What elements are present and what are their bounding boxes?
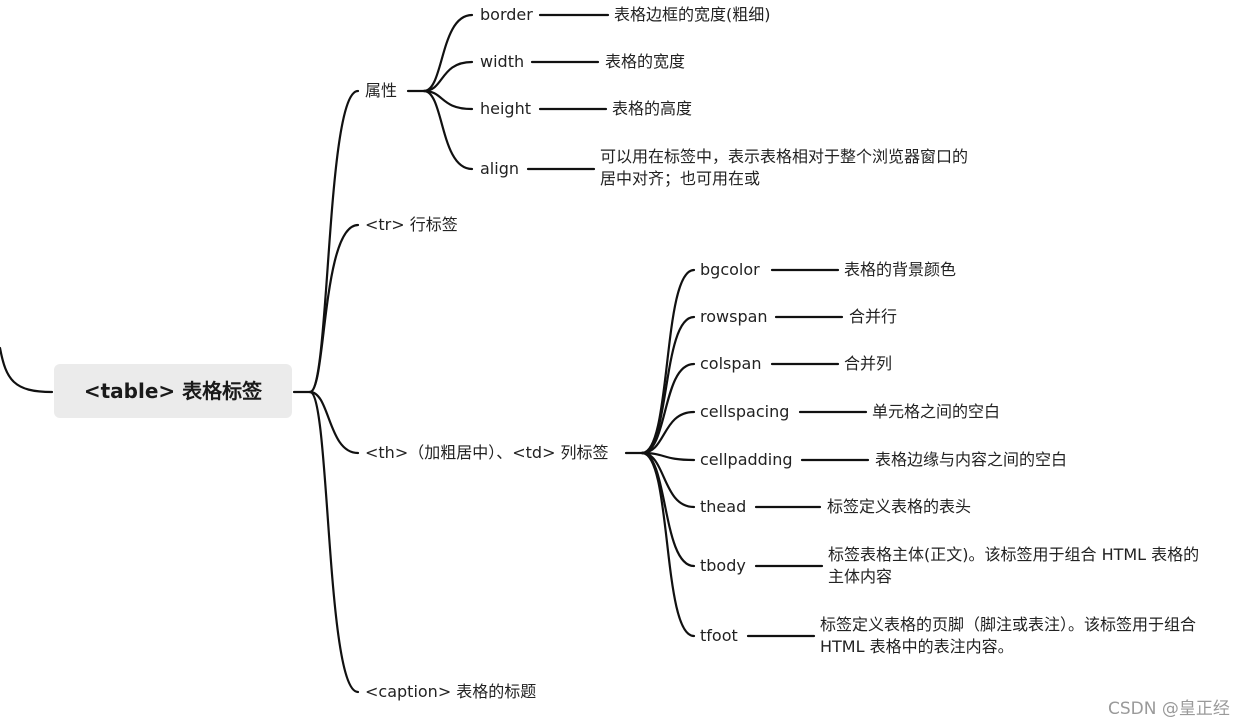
attr-align: align <box>480 159 519 178</box>
branch-caption: <caption> 表格的标题 <box>365 682 537 701</box>
attr-border: border <box>480 5 533 24</box>
td-tbody: tbody <box>700 556 746 575</box>
root-node-label: <table> 表格标签 <box>83 379 263 403</box>
attr-height: height <box>480 99 531 118</box>
td-tfoot-desc: 标签定义表格的页脚（脚注或表注）。该标签用于组合 HTML 表格中的表注内容。 <box>820 615 1197 656</box>
attr-height-desc: 表格的高度 <box>612 99 693 118</box>
attr-width-desc: 表格的宽度 <box>605 52 686 71</box>
td-rowspan: rowspan <box>700 307 768 326</box>
td-tbody-desc: 标签表格主体(正文)。该标签用于组合 HTML 表格的主体内容 <box>828 545 1200 586</box>
root-node <box>54 364 292 418</box>
td-cellpadding: cellpadding <box>700 450 793 469</box>
td-cellpadding-desc: 表格边缘与内容之间的空白 <box>875 450 1068 469</box>
td-colspan: colspan <box>700 354 762 373</box>
td-bgcolor: bgcolor <box>700 260 760 279</box>
td-cellspacing: cellspacing <box>700 402 790 421</box>
branch-th-td: <th>（加粗居中）、<td> 列标签 <box>365 443 609 462</box>
attr-border-desc: 表格边框的宽度(粗细) <box>614 5 771 24</box>
td-colspan-desc: 合并列 <box>844 354 893 373</box>
watermark: CSDN @皇正经 <box>1108 699 1230 719</box>
td-rowspan-desc: 合并行 <box>849 307 898 326</box>
td-cellspacing-desc: 单元格之间的空白 <box>872 402 1001 421</box>
td-tfoot: tfoot <box>700 626 738 645</box>
td-bgcolor-desc: 表格的背景颜色 <box>844 260 957 279</box>
td-thead: thead <box>700 497 747 516</box>
branch-attributes: 属性 <box>365 81 398 100</box>
attr-width: width <box>480 52 525 71</box>
branch-tr: <tr> 行标签 <box>365 215 458 234</box>
td-thead-desc: 标签定义表格的表头 <box>827 497 972 516</box>
attr-align-desc: 可以用在标签中，表示表格相对于整个浏览器窗口的居中对齐；也可用在或 <box>600 147 969 188</box>
